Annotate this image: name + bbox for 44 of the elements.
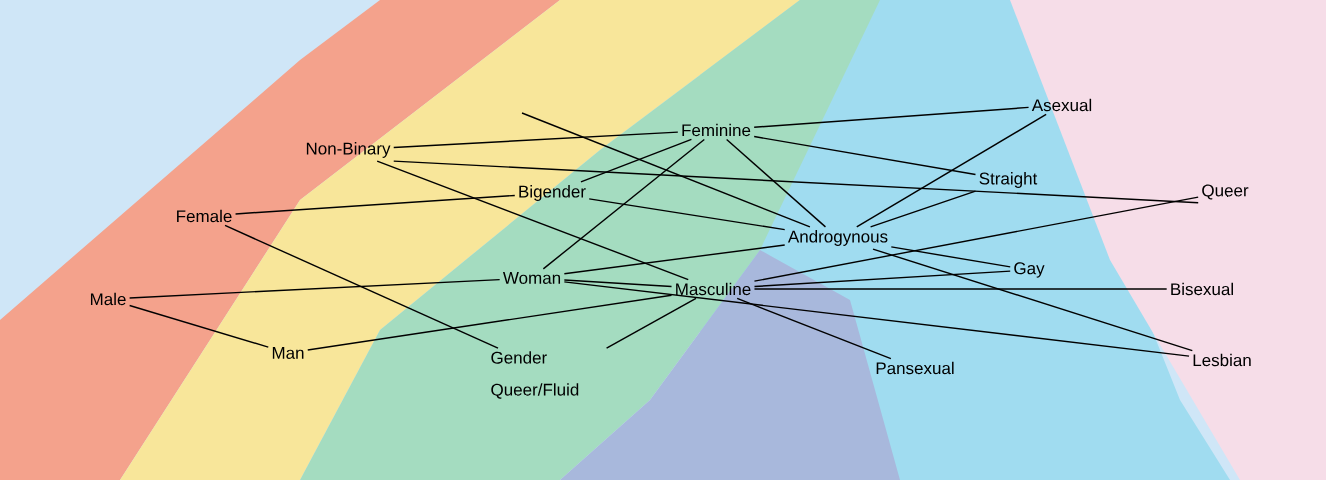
connector-line [376, 160, 689, 281]
connector-line [307, 294, 673, 351]
connector-line [872, 248, 1193, 352]
connector-line [563, 244, 786, 275]
term-label: Gay [1014, 262, 1045, 278]
term-label: Asexual [1031, 98, 1092, 112]
connector-line [393, 160, 1199, 204]
term-label: Masculine [676, 282, 751, 296]
connector-line [128, 278, 501, 299]
term-label: Non-Binary [306, 142, 391, 158]
connector-line [580, 138, 693, 183]
term-label: Feminine [682, 123, 751, 137]
connector-line [856, 113, 1047, 228]
term-label: Androgynous [787, 230, 888, 246]
term-label: Straight [979, 172, 1038, 188]
connector-line [753, 288, 1168, 290]
connector-line [521, 112, 811, 228]
connector-line [725, 138, 827, 228]
connector-line [588, 198, 786, 231]
term-label: Woman [502, 272, 560, 284]
connector-line [753, 135, 977, 176]
connector-line [542, 138, 705, 270]
term-label: Bigender [519, 185, 586, 201]
connector-line [563, 279, 673, 288]
term-label: Queer [1202, 184, 1249, 200]
connector-line [605, 297, 697, 349]
connector-line [128, 304, 269, 348]
term-label: Pansexual [876, 361, 954, 375]
term-label: Gender Queer/Fluid [491, 351, 579, 399]
term-label: Man [272, 347, 304, 359]
connector-line [869, 190, 977, 228]
connector-line [224, 224, 499, 349]
connector-line [393, 131, 679, 149]
connector-line [753, 106, 1030, 128]
connector-line [890, 246, 1011, 268]
term-label: Lesbian [1193, 353, 1251, 367]
connector-line [753, 270, 1011, 288]
connector-line [753, 196, 1199, 282]
connector-line [563, 281, 1190, 357]
connector-line [736, 297, 892, 360]
term-label: Bisexual [1171, 282, 1233, 296]
term-label: Female [177, 209, 232, 223]
term-label: Male [91, 292, 126, 306]
connector-line [234, 194, 516, 215]
